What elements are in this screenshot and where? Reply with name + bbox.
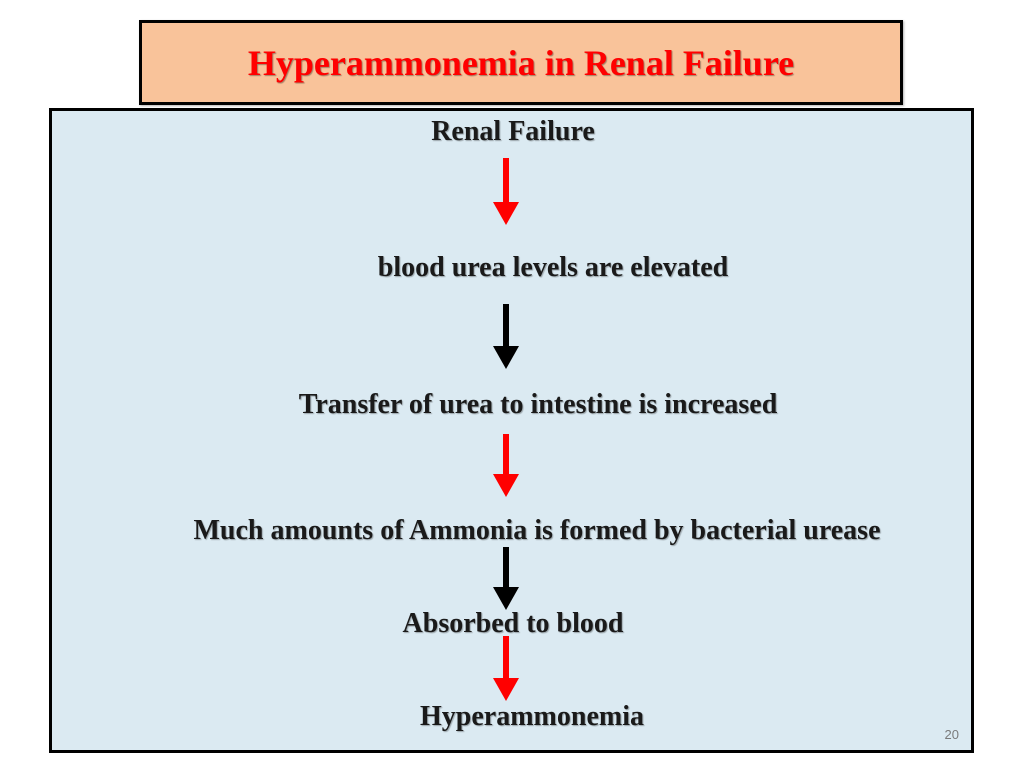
down-arrow-icon	[493, 158, 519, 225]
down-arrow-icon	[493, 547, 519, 610]
title-banner: Hyperammonemia in Renal Failure	[139, 20, 903, 105]
step-ammonia-formed: Much amounts of Ammonia is formed by bac…	[193, 515, 881, 546]
step-renal-failure: Renal Failure	[431, 116, 595, 147]
slide-title: Hyperammonemia in Renal Failure	[247, 42, 795, 83]
down-arrow-icon	[493, 434, 519, 497]
step-absorbed-to-blood: Absorbed to blood	[402, 608, 624, 639]
step-urea-transfer-intestine: Transfer of urea to intestine is increas…	[298, 389, 778, 420]
step-hyperammonemia: Hyperammonemia	[420, 701, 644, 732]
step-blood-urea-elevated: blood urea levels are elevated	[377, 252, 729, 283]
down-arrow-icon	[493, 304, 519, 369]
down-arrow-icon	[493, 636, 519, 701]
page-number: 20	[944, 727, 959, 742]
flow-diagram-panel: Renal Failure blood urea levels are elev…	[49, 108, 974, 753]
